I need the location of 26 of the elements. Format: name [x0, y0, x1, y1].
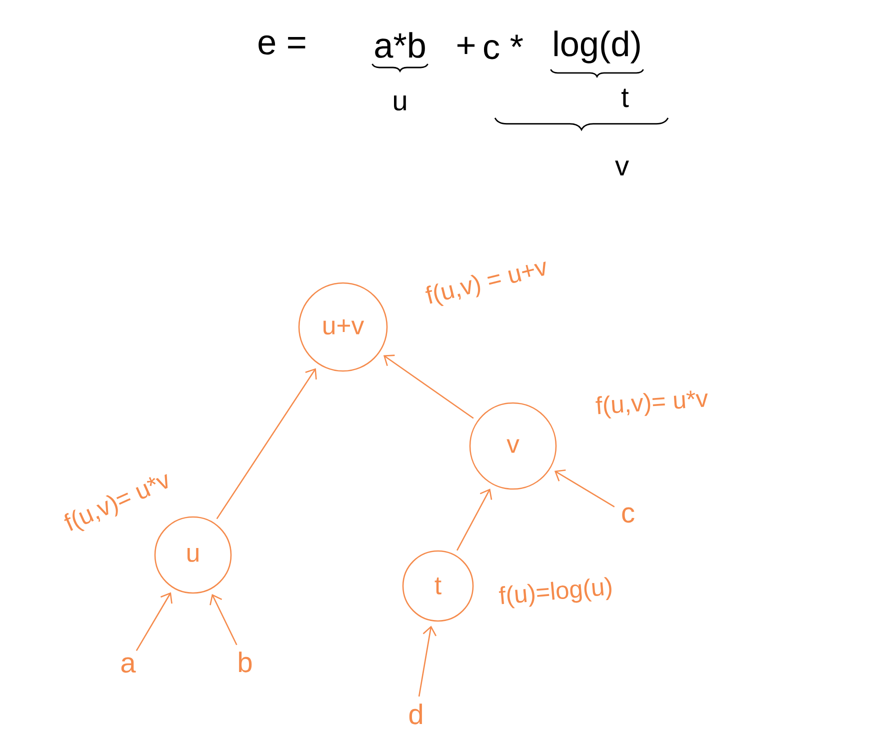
circle-node: u: [154, 516, 232, 594]
function-label: f(u,v) = u+v: [425, 262, 546, 306]
brace-label: v: [615, 160, 629, 176]
equation-text: e =: [258, 35, 306, 55]
arrow: [554, 469, 615, 508]
circle-node: t: [402, 550, 474, 622]
circle-node: u+v: [298, 282, 388, 372]
circle-node: v: [469, 402, 557, 490]
arrow: [383, 354, 474, 419]
arrow: [136, 592, 172, 651]
equation-text: a*b: [375, 32, 425, 58]
brace-label: t: [622, 88, 629, 108]
equation-text: +: [457, 36, 475, 54]
arrow: [210, 594, 238, 646]
variable-label: b: [239, 652, 252, 672]
function-label: f(u)=log(u): [498, 577, 612, 608]
variable-label: a: [121, 657, 136, 673]
variable-label: d: [409, 704, 422, 724]
variable-label: c: [622, 507, 634, 523]
equation-text: log(d): [554, 30, 640, 64]
equation-text: c *: [484, 34, 523, 60]
function-label: f(u,v)= u*v: [596, 390, 708, 418]
arrow: [216, 368, 317, 520]
arrow: [418, 626, 437, 697]
brace-label: u: [394, 95, 406, 111]
arrow: [456, 488, 492, 551]
